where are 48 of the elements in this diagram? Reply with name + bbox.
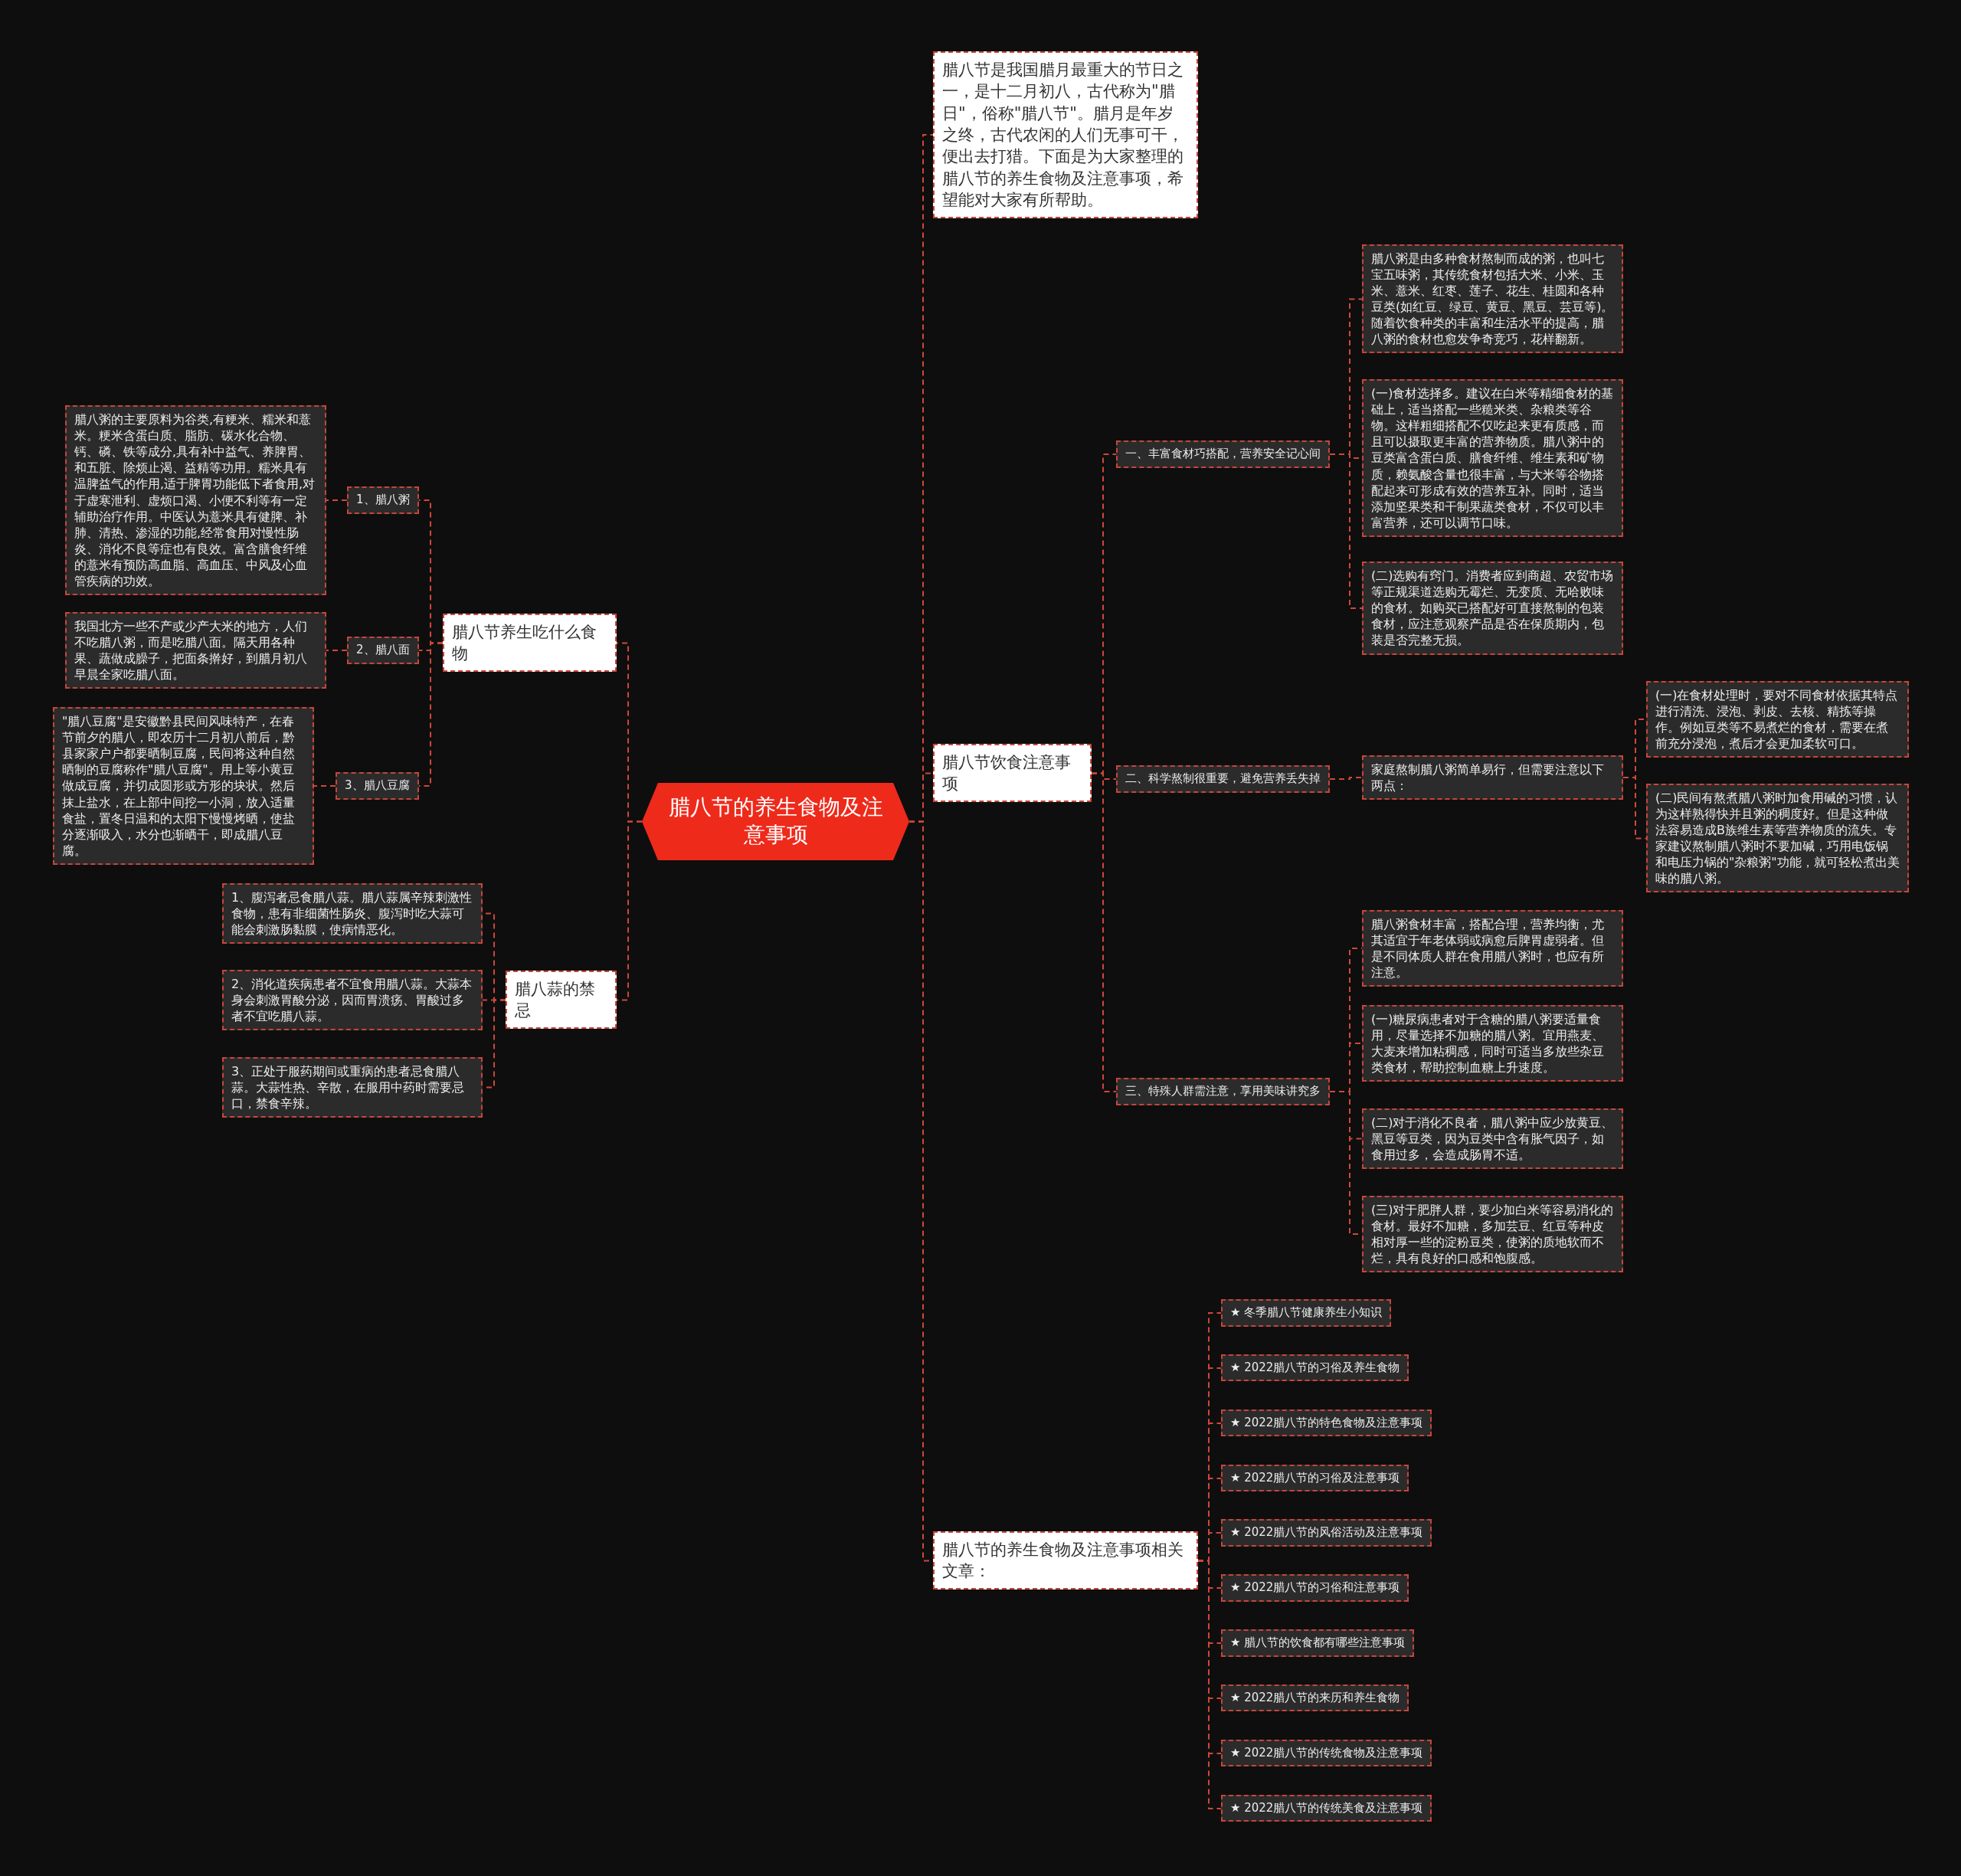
connector-line [616,820,643,1001]
subtopic-box: ★ 腊八节的饮食都有哪些注意事项 [1221,1629,1415,1657]
topic-box: 腊八蒜的禁忌 [506,970,617,1030]
subtopic-box: ★ 2022腊八节的传统美食及注意事项 [1221,1794,1432,1822]
subtopic-box: 一、丰富食材巧搭配，营养安全记心间 [1116,440,1330,468]
central-topic: 腊八节的养生食物及注意事项 [642,782,909,860]
subtopic-box: 2、腊八面 [347,637,419,664]
connector-line [1622,777,1647,840]
connector-line [418,642,444,787]
text-card: 家庭熬制腊八粥简单易行，但需要注意以下两点： [1362,755,1623,800]
subtopic-box: 三、特殊人群需注意，享用美味讲究多 [1116,1078,1330,1105]
connector-line [1329,777,1363,780]
subtopic-box: ★ 2022腊八节的特色食物及注意事项 [1221,1409,1432,1437]
connector-line [1091,772,1117,1092]
connector-line [326,499,348,501]
topic-box: 腊八节饮食注意事项 [933,743,1092,803]
connector-line [1329,453,1363,609]
subtopic-box: ★ 2022腊八节的传统食物及注意事项 [1221,1739,1432,1767]
connector-line [1197,1560,1222,1809]
text-card: 3、正处于服药期间或重病的患者忌食腊八蒜。大蒜性热、辛散，在服用中药时需要忌口，禁食辛辣。 [222,1056,483,1118]
subtopic-box: ★ 冬季腊八节健康养生小知识 [1221,1299,1392,1327]
text-card: 2、消化道疾病患者不宜食用腊八蒜。大蒜本身会刺激胃酸分泌，因而胃溃疡、胃酸过多者不宜吃腊八蒜。 [222,969,483,1030]
text-card: (二)民间有熬煮腊八粥时加食用碱的习惯，认为这样熟得快并且粥的稠度好。但是这种做法容易造成B族维生素等营养物质的流失。专家建议熬制腊八粥时不要加碱，巧用电饭锅和电压力锅的"杂粮粥"功能，就可轻松煮出美味的腊八粥。 [1646,783,1909,893]
subtopic-box: ★ 2022腊八节的来历和养生食物 [1221,1684,1409,1712]
subtopic-box: ★ 2022腊八节的习俗及养生食物 [1221,1354,1409,1382]
connector-line [326,650,348,651]
subtopic-box: 3、腊八豆腐 [336,772,419,800]
text-card: (一)糖尿病患者对于含糖的腊八粥要适量食用，尽量选择不加糖的腊八粥。宜用燕麦、大麦来增加粘稠感，同时可适当多放些杂豆类食材，帮助控制血糖上升速度。 [1362,1005,1623,1082]
subtopic-box: 二、科学熬制很重要，避免营养丢失掉 [1116,765,1330,793]
text-card: 腊八粥的主要原料为谷类,有粳米、糯米和薏米。粳米含蛋白质、脂肪、碳水化合物、钙、磷、铁等成分,具有补中益气、养脾胃、和五脏、除烦止渴、益精等功用。糯米具有温脾益气的作用,适于脾胃功能低下者食用,对于虚寒泄利、虚烦口渴、小便不利等有一定辅助治疗作用。中医认为薏米具有健脾、补肺、清热、渗湿的功能,经常食用对慢性肠炎、消化不良等症也有良效。富含膳食纤维的薏米有预防高血脂、高血压、中风及心血管疾病的功效。 [65,405,326,596]
text-card: 腊八粥食材丰富，搭配合理，营养均衡，尤其适宜于年老体弱或病愈后脾胃虚弱者。但是不同体质人群在食用腊八粥时，也应有所注意。 [1362,910,1623,987]
text-card: 腊八粥是由多种食材熬制而成的粥，也叫七宝五味粥，其传统食材包括大米、小米、玉米、薏米、红枣、莲子、花生、桂圆和各种豆类(如红豆、绿豆、黄豆、黑豆、芸豆等)。随着饮食种类的丰富和生活水平的提高，腊八粥的食材也愈发争奇竞巧，花样翻新。 [1362,244,1623,354]
text-card: 1、腹泻者忌食腊八蒜。腊八蒜属辛辣刺激性食物，患有非细菌性肠炎、腹泻时吃大蒜可能会刺激肠黏膜，使病情恶化。 [222,882,483,944]
text-card: (一)在食材处理时，要对不同食材依据其特点进行清洗、浸泡、剥皮、去核、精拣等操作。例如豆类等不易煮烂的食材，需要在煮前充分浸泡，煮后才会更加柔软可口。 [1646,681,1909,758]
subtopic-box: ★ 2022腊八节的风俗活动及注意事项 [1221,1519,1432,1547]
text-card: 我国北方一些不产或少产大米的地方，人们不吃腊八粥，而是吃腊八面。隔天用各种果、蔬做成臊子，把面条擀好，到腊月初八早晨全家吃腊八面。 [65,612,326,689]
subtopic-box: 1、腊八粥 [347,486,419,514]
text-card: (二)对于消化不良者，腊八粥中应少放黄豆、黑豆等豆类，因为豆类中含有胀气因子，如食用过多，会造成肠胃不适。 [1362,1108,1623,1169]
topic-box: 腊八节的养生食物及注意事项相关文章： [933,1531,1198,1590]
text-card: (一)食材选择多。建议在白米等精细食材的基础上，适当搭配一些糙米类、杂粮类等谷物。这样粗细搭配不仅吃起来更有质感，而且可以摄取更丰富的营养物质。腊八粥中的豆类富含蛋白质、膳食纤维、维生素和矿物质，赖氨酸含量也很丰富，与大米等谷物搭配起来可形成有效的营养互补。同时，适当添加坚果类和干制果蔬类食材，不仅可以丰富营养，还可以调节口味。 [1362,379,1623,537]
topic-box: 腊八节是我国腊月最重大的节日之一，是十二月初八，古代称为"腊日"，俗称"腊八节"。腊月是年岁之终，古代农闲的人们无事可干，便出去打猎。下面是为大家整理的腊八节的养生食物及注意事项，希望能对大家有所帮助。 [933,51,1198,219]
topic-box: 腊八节养生吃什么食物 [443,613,617,673]
text-card: (二)选购有窍门。消费者应到商超、农贸市场等正规渠道选购无霉烂、无变质、无哈败味的食材。如购买已搭配好可直接熬制的包装食材，应注意观察产品是否在保质期内，包装是否完整无损。 [1362,561,1623,655]
text-card: "腊八豆腐"是安徽黔县民间风味特产，在春节前夕的腊八，即农历十二月初八前后，黔县家家户户都要晒制豆腐，民间将这种自然晒制的豆腐称作"腊八豆腐"。用上等小黄豆做成豆腐，并切成圆形或方形的块状。然后抹上盐水，在上部中间挖一小洞，放入适量食盐，置冬日温和的太阳下慢慢烤晒，使盐分逐渐吸入，水分也渐晒干，即成腊八豆腐。 [53,707,314,865]
subtopic-box: ★ 2022腊八节的习俗及注意事项 [1221,1464,1409,1492]
text-card: (三)对于肥胖人群，要少加白米等容易消化的食材。最好不加糖，多加芸豆、红豆等种皮相对厚一些的淀粉豆类，使粥的质地软而不烂，具有良好的口感和饱腹感。 [1362,1196,1623,1273]
subtopic-box: ★ 2022腊八节的习俗和注意事项 [1221,1574,1409,1602]
connector-line [313,785,336,787]
